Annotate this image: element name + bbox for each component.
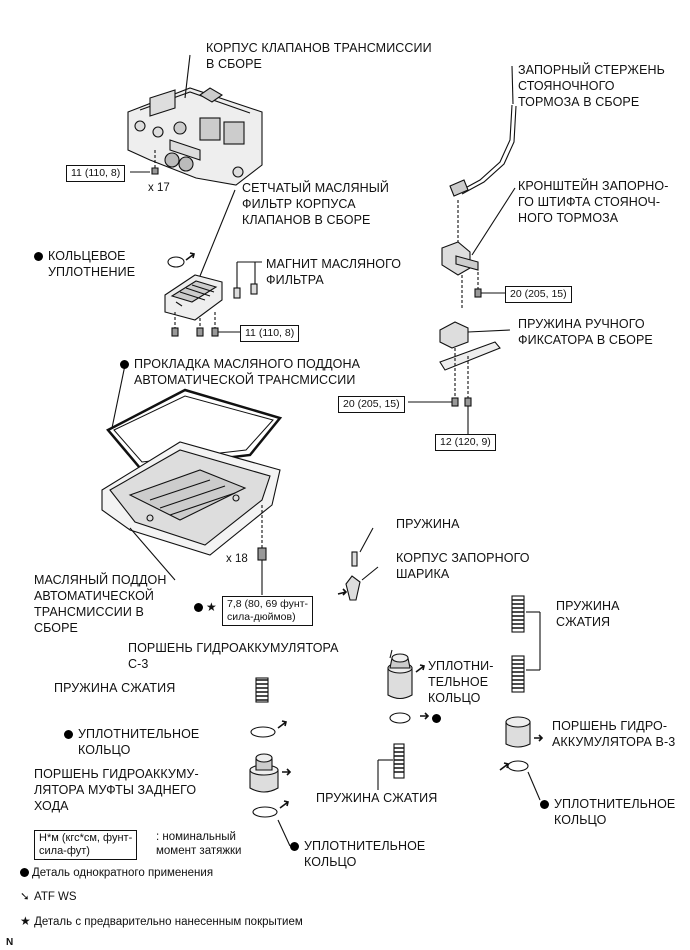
- reverse-piston-drawing: [249, 753, 279, 793]
- pan-gasket-drawing: [106, 364, 283, 470]
- label-magnet: МАГНИТ МАСЛЯНОГО ФИЛЬТРА: [266, 257, 402, 287]
- parking-rod-drawing: [449, 65, 517, 197]
- oil-pan-symbols: ★: [194, 600, 217, 615]
- c3-piston-drawing: [387, 649, 413, 700]
- label-comp-spring-mid: ПРУЖИНА СЖАТИЯ: [316, 791, 438, 805]
- arrow-icon: ➘: [20, 891, 30, 903]
- label-accum-c3: ПОРШЕНЬ ГИДРОАККУМУЛЯТОРА С-3: [128, 641, 339, 671]
- label-detent-spring: ПРУЖИНА РУЧНОГО ФИКСАТОРА В СБОРЕ: [518, 317, 653, 347]
- single-use-dot-icon: [194, 603, 203, 613]
- label-valve-body: КОРПУС КЛАПАНОВ ТРАНСМИССИИ В СБОРЕ: [206, 41, 432, 71]
- left-spring-drawing: [255, 677, 269, 703]
- label-parking-bracket: КРОНШТЕЙН ЗАПОРНО- ГО ШТИФТА СТОЯНОЧ- НО…: [518, 179, 669, 225]
- single-use-dot-icon: [64, 730, 73, 739]
- detent-spring-drawing: [439, 321, 511, 371]
- single-use-dot-icon: [120, 360, 129, 369]
- label-spring: ПРУЖИНА: [396, 517, 460, 531]
- torque-oil-pan: 7,8 (80, 69 фунт- сила-дюймов): [222, 596, 313, 626]
- legend-torque-desc: : номинальный момент затяжки: [156, 831, 242, 857]
- label-parking-rod: ЗАПОРНЫЙ СТЕРЖЕНЬ СТОЯНОЧНОГО ТОРМОЗА В …: [518, 63, 665, 109]
- torque-detent-small: 12 (120, 9): [435, 434, 496, 451]
- parking-bracket-drawing: [441, 187, 516, 276]
- legend-precoated: ★ Деталь с предварительно нанесенным пок…: [20, 914, 303, 928]
- strainer-drawing: [164, 189, 236, 321]
- count-pan-bolts: x 18: [226, 553, 248, 565]
- single-use-dot-icon: [540, 800, 549, 809]
- torque-strainer: 11 (110, 8): [240, 325, 300, 342]
- precoated-star-icon: ★: [20, 914, 35, 928]
- count-valve-body-bolts: x 17: [148, 182, 170, 194]
- legend-atf: ➘ATF WS: [20, 891, 77, 903]
- single-use-dot-icon: [290, 842, 299, 851]
- label-check-ball-body: КОРПУС ЗАПОРНОГО ШАРИКА: [396, 551, 530, 581]
- single-use-dot-icon: [34, 252, 43, 261]
- label-comp-spring-right: ПРУЖИНА СЖАТИЯ: [556, 599, 620, 629]
- seal-ring-c3-dot: [432, 712, 444, 726]
- label-accum-b3: ПОРШЕНЬ ГИДРО- АККУМУЛЯТОРА В-3: [552, 719, 676, 749]
- precoated-star-icon: ★: [206, 600, 217, 614]
- label-oil-pan: МАСЛЯНЫЙ ПОДДОН АВТОМАТИЧЕСКОЙ ТРАНСМИСС…: [34, 573, 167, 635]
- legend-single-use: Деталь однократного применения: [20, 866, 213, 880]
- torque-valve-body: 11 (110, 8): [66, 165, 126, 182]
- oil-pan-drawing: [101, 441, 281, 581]
- torque-bracket: 20 (205, 15): [505, 286, 572, 303]
- label-strainer: СЕТЧАТЫЙ МАСЛЯНЫЙ ФИЛЬТР КОРПУСА КЛАПАНО…: [242, 181, 389, 227]
- label-comp-spring-left: ПРУЖИНА СЖАТИЯ: [54, 681, 176, 695]
- label-accum-reverse: ПОРШЕНЬ ГИДРОАККУМУ- ЛЯТОРА МУФТЫ ЗАДНЕГ…: [34, 767, 199, 813]
- legend-torque-box: Н*м (кгс*см, фунт- сила-фут): [34, 830, 138, 860]
- label-seal-ring-c3: УПЛОТНИ- ТЕЛЬНОЕ КОЛЬЦО: [428, 659, 494, 705]
- single-use-dot-icon: [432, 714, 441, 724]
- single-use-dot-icon: [20, 868, 29, 878]
- valve-body-drawing: [127, 54, 263, 186]
- torque-detent: 20 (205, 15): [338, 396, 405, 413]
- corner-mark: N: [6, 937, 14, 948]
